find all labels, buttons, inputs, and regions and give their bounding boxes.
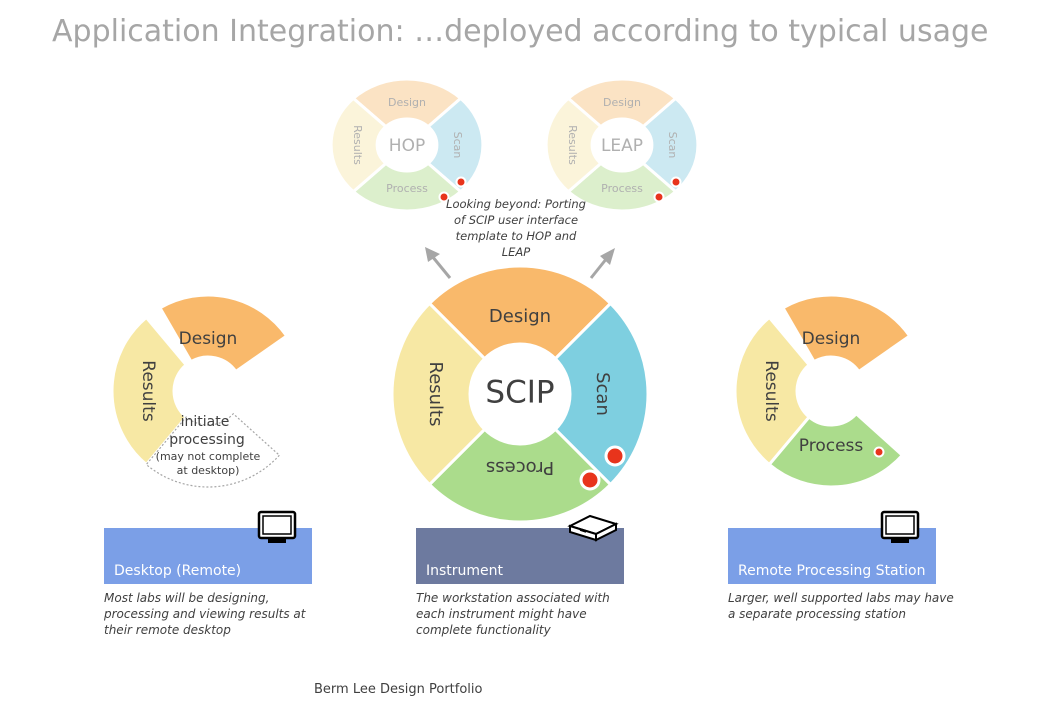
scip-center-label: SCIP [485,375,554,411]
remote-panel: Remote Processing Station [728,528,936,584]
remote-desc-line-1: Larger, well supported labs may have [728,591,954,605]
remote-panel-label: Remote Processing Station [738,563,926,579]
arrow-to-hop-head [425,247,440,262]
remote-description: Larger, well supported labs may have a s… [728,590,978,622]
instrument-panel-label: Instrument [426,563,504,579]
hop-design-label: Design [388,96,426,109]
desktop-initiate-label-2: processing [169,432,244,448]
desktop-design-label: Design [179,329,238,349]
remote-process-marker [873,446,885,458]
instrument-box-icon [567,514,619,542]
instrument-desc-line-3: complete functionality [416,623,551,637]
looking-beyond-note: Looking beyond: Porting of SCIP user int… [436,196,596,260]
desktop-desc-line-2: processing and viewing results at [104,607,306,621]
desktop-desc-line-1: Most labs will be designing, [104,591,270,605]
porting-arrows [425,247,615,279]
desktop-desc-line-3: their remote desktop [104,623,231,637]
hop-scan-marker [455,176,467,188]
desktop-design-segment [157,293,289,374]
desktop-caveat-label-2: at desktop) [177,464,240,477]
footer-credit: Berm Lee Design Portfolio [314,682,483,697]
leap-results-label: Results [566,125,579,165]
leap-scan-marker [670,176,682,188]
scip-results-label: Results [425,362,446,427]
scip-design-label: Design [489,306,551,327]
remote-results-label: Results [761,360,781,422]
note-line-4: LEAP [501,245,531,259]
desktop-caveat-label-1: (may not complete [156,450,261,463]
arrow-to-hop [430,255,452,279]
instrument-description: The workstation associated with each ins… [416,590,646,638]
scip-scan-marker [604,445,626,467]
remote-process-label: Process [799,436,864,456]
leap-process-label: Process [601,182,643,195]
hop-results-label: Results [351,125,364,165]
desktop-results-label: Results [138,360,158,422]
desktop-description: Most labs will be designing, processing … [104,590,334,638]
desktop-monitor-icon [257,510,297,543]
remote-desc-line-2: a separate processing station [728,607,907,621]
hop-process-label: Process [386,182,428,195]
note-line-3: template to HOP and [455,229,577,243]
scip-process-label: Process [486,457,554,478]
hop-center [377,119,437,171]
leap-design-label: Design [603,96,641,109]
leap-center-label: LEAP [601,136,643,156]
arrow-to-leap [589,257,609,279]
desktop-initiate-label-1: initiate [181,414,230,430]
scip-center [470,344,570,444]
hop-scan-label: Scan [451,132,464,159]
arrow-to-leap-head [600,248,615,265]
leap-process-marker [653,191,665,203]
remote-results-segment [733,315,812,467]
remote-monitor-icon [880,510,920,543]
leap-center [592,119,652,171]
note-line-1: Looking beyond: Porting [446,197,586,211]
hop-process-marker [438,191,450,203]
instrument-desc-line-1: The workstation associated with [416,591,610,605]
hop-center-label: HOP [389,136,425,156]
leap-scan-label: Scan [666,132,679,159]
desktop-panel-label: Desktop (Remote) [114,563,242,579]
instrument-desc-line-2: each instrument might have [416,607,587,621]
remote-process-segment [767,411,905,489]
scip-process-marker [579,469,601,491]
desktop-results-segment [110,315,189,467]
page-title: Application Integration: …deployed accor… [52,14,989,49]
remote-design-segment [780,293,912,374]
note-line-2: of SCIP user interface [453,213,579,227]
remote-design-label: Design [802,329,861,349]
scip-scan-label: Scan [592,372,613,416]
